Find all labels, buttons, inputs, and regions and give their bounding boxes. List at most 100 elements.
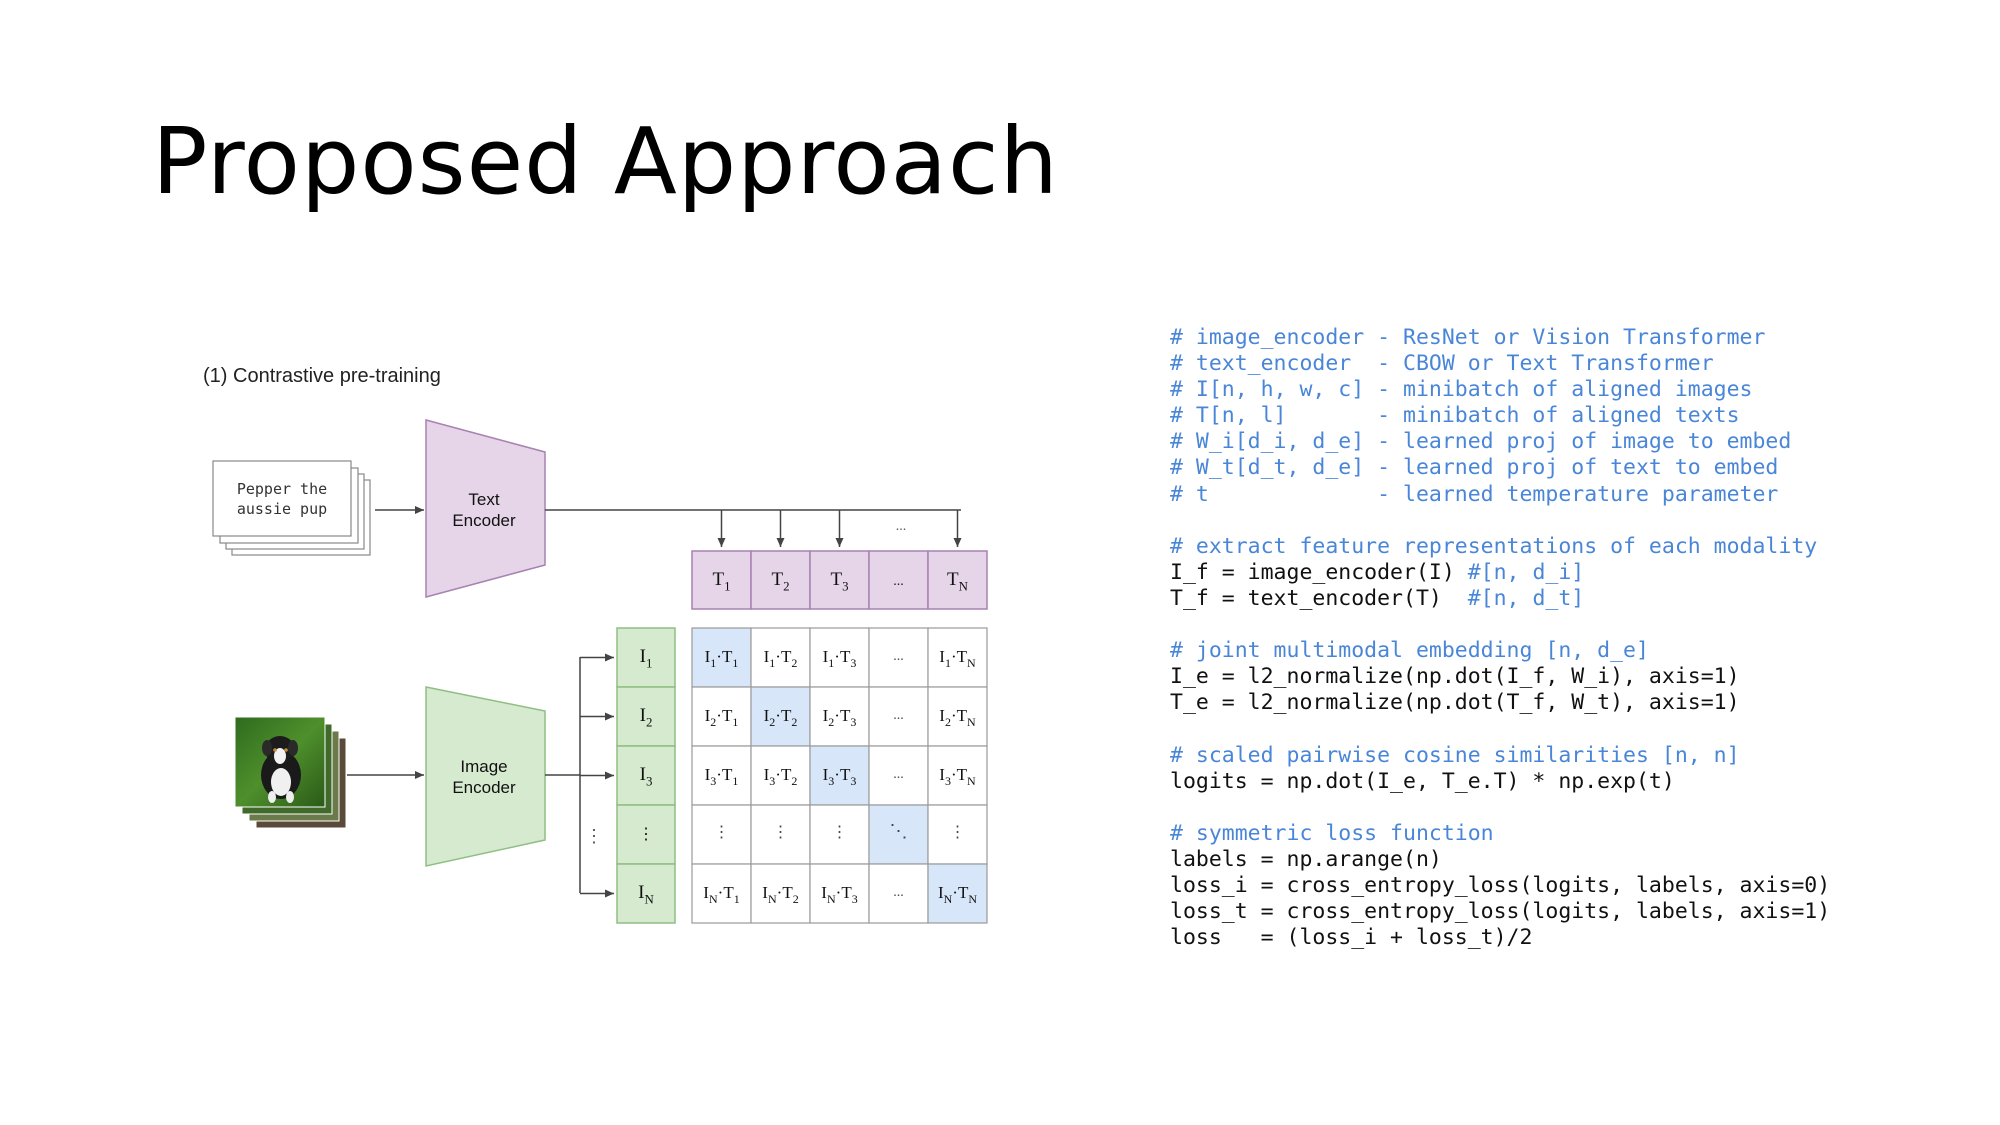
top-ellipsis: ... <box>896 519 907 534</box>
image-feature-label: I3 <box>640 764 653 788</box>
code-line: # W_i[d_i, d_e] - learned proj of image … <box>1170 429 1792 455</box>
code-line: # t - learned temperature parameter <box>1170 481 1779 507</box>
matrix-cell-label: I2·TN <box>939 706 976 729</box>
code-blank-line <box>1170 612 1830 638</box>
text-feature-label: T2 <box>771 569 789 593</box>
matrix-cell-label: IN·T2 <box>762 883 798 906</box>
code-line: # W_t[d_t, d_e] - learned proj of text t… <box>1170 455 1779 481</box>
image-feature-arrows <box>545 653 614 898</box>
code-line: # joint multimodal embedding [n, d_e] <box>1170 638 1649 664</box>
matrix-vdots: ⋮ <box>773 824 789 841</box>
code-blank-line <box>1170 716 1830 742</box>
code-blank-line <box>1170 508 1830 534</box>
text-feature-label: T3 <box>830 569 848 593</box>
code-line: loss = (loss_i + loss_t)/2 <box>1170 925 1533 951</box>
image-feature-label: I1 <box>640 646 653 670</box>
similarity-matrix: I1·T1 I1·T2 I1·T3... I1·TN I2·T1 I2·T2 I2·T3..… <box>691 627 988 924</box>
image-encoder-label-2: Encoder <box>452 778 516 797</box>
matrix-cell-diagonal <box>691 627 752 688</box>
code-line: # image_encoder - ResNet or Vision Trans… <box>1170 325 1766 350</box>
image-feature-label: ⋮ <box>638 826 654 843</box>
matrix-vdots: ⋮ <box>832 824 848 841</box>
matrix-ellipsis: ... <box>893 767 904 782</box>
text-input-line-2: aussie pup <box>237 500 327 518</box>
matrix-cell <box>750 745 811 806</box>
matrix-cell-label: I2·T1 <box>705 706 739 729</box>
matrix-cell-label: I1·T2 <box>764 647 798 670</box>
code-line: # text_encoder - CBOW or Text Transforme… <box>1170 351 1714 377</box>
text-input-line-1: Pepper the <box>237 480 327 498</box>
image-encoder-label-1: Image <box>460 757 507 776</box>
text-feature-cell <box>691 550 752 610</box>
matrix-cell-label: I1·TN <box>939 647 976 670</box>
matrix-vdots: ⋮ <box>714 824 730 841</box>
code-line: # T[n, l] - minibatch of aligned texts <box>1170 403 1740 429</box>
code-line: loss_i = cross_entropy_loss(logits, labe… <box>1170 872 1831 898</box>
image-encoder: Image Encoder <box>425 686 546 867</box>
matrix-vdots: ⋮ <box>950 824 966 841</box>
matrix-cell <box>750 863 811 924</box>
code-blank-line <box>1170 795 1830 821</box>
text-feature-cell <box>809 550 870 610</box>
matrix-ellipsis: ... <box>893 649 904 664</box>
code-line: # extract feature representations of eac… <box>1170 533 1818 559</box>
slide-title: Proposed Approach <box>152 108 1059 215</box>
image-feature-cell <box>616 863 676 924</box>
image-input-stack <box>234 716 347 829</box>
text-encoder: Text Encoder <box>425 419 546 598</box>
text-features-row: T1 T2 T3... TN <box>691 550 988 610</box>
section-label: (1) Contrastive pre-training <box>203 365 441 387</box>
matrix-cell <box>809 804 870 865</box>
pseudocode-panel: # image_encoder - ResNet or Vision Trans… <box>1170 325 1830 951</box>
code-line: T_e = l2_normalize(np.dot(T_f, W_t), axi… <box>1170 690 1740 716</box>
matrix-cell <box>691 863 752 924</box>
text-feature-cell <box>927 550 988 610</box>
matrix-cell-diagonal <box>927 863 988 924</box>
text-feature-arrows <box>717 510 962 547</box>
code-line: # scaled pairwise cosine similarities [n… <box>1170 742 1740 768</box>
matrix-cell-label: I1·T1 <box>705 647 739 670</box>
text-feature-label: ... <box>893 574 904 589</box>
matrix-cell <box>750 804 811 865</box>
dog-photo <box>234 716 326 808</box>
matrix-ellipsis: ... <box>893 708 904 723</box>
matrix-ellipsis: ... <box>893 885 904 900</box>
matrix-cell-label: IN·TN <box>938 883 977 906</box>
code-line: logits = np.dot(I_e, T_e.T) * np.exp(t) <box>1170 768 1675 794</box>
matrix-cell <box>927 804 988 865</box>
matrix-cell-label: I3·T2 <box>764 765 798 788</box>
matrix-cell-label: I3·T3 <box>823 765 857 788</box>
matrix-ddots: ⋱ <box>890 821 908 841</box>
code-line: T_f = text_encoder(T) #[n, d_t] <box>1170 585 1585 611</box>
text-feature-label: TN <box>947 569 969 593</box>
matrix-cell <box>809 863 870 924</box>
matrix-cell-label: IN·T3 <box>821 883 857 906</box>
code-line: I_e = l2_normalize(np.dot(I_f, W_i), axi… <box>1170 664 1740 690</box>
matrix-cell-label: IN·T1 <box>703 883 739 906</box>
code-line: # I[n, h, w, c] - minibatch of aligned i… <box>1170 377 1753 403</box>
matrix-cell <box>691 686 752 747</box>
text-encoder-label-2: Encoder <box>452 511 516 530</box>
matrix-cell-label: I2·T3 <box>823 706 857 729</box>
image-feature-label: I2 <box>640 705 653 729</box>
matrix-cell-label: I2·T2 <box>764 706 798 729</box>
matrix-cell-diagonal <box>809 745 870 806</box>
code-line: labels = np.arange(n) <box>1170 846 1442 872</box>
image-feature-cell <box>616 745 676 806</box>
matrix-cell-label: I1·T3 <box>823 647 857 670</box>
text-input-stack: Pepper the aussie pup <box>212 460 371 556</box>
image-feature-cell <box>616 627 676 688</box>
text-encoder-label-1: Text <box>468 490 499 509</box>
matrix-cell <box>868 745 929 806</box>
matrix-cell <box>691 745 752 806</box>
code-line: # symmetric loss function <box>1170 820 1494 846</box>
matrix-cell-label: I3·TN <box>939 765 976 788</box>
matrix-cell-label: I3·T1 <box>705 765 739 788</box>
matrix-cell <box>927 686 988 747</box>
text-feature-label: T1 <box>712 569 730 593</box>
code-line: loss_t = cross_entropy_loss(logits, labe… <box>1170 899 1831 925</box>
image-feature-cell <box>616 804 676 865</box>
image-feature-cell <box>616 686 676 747</box>
